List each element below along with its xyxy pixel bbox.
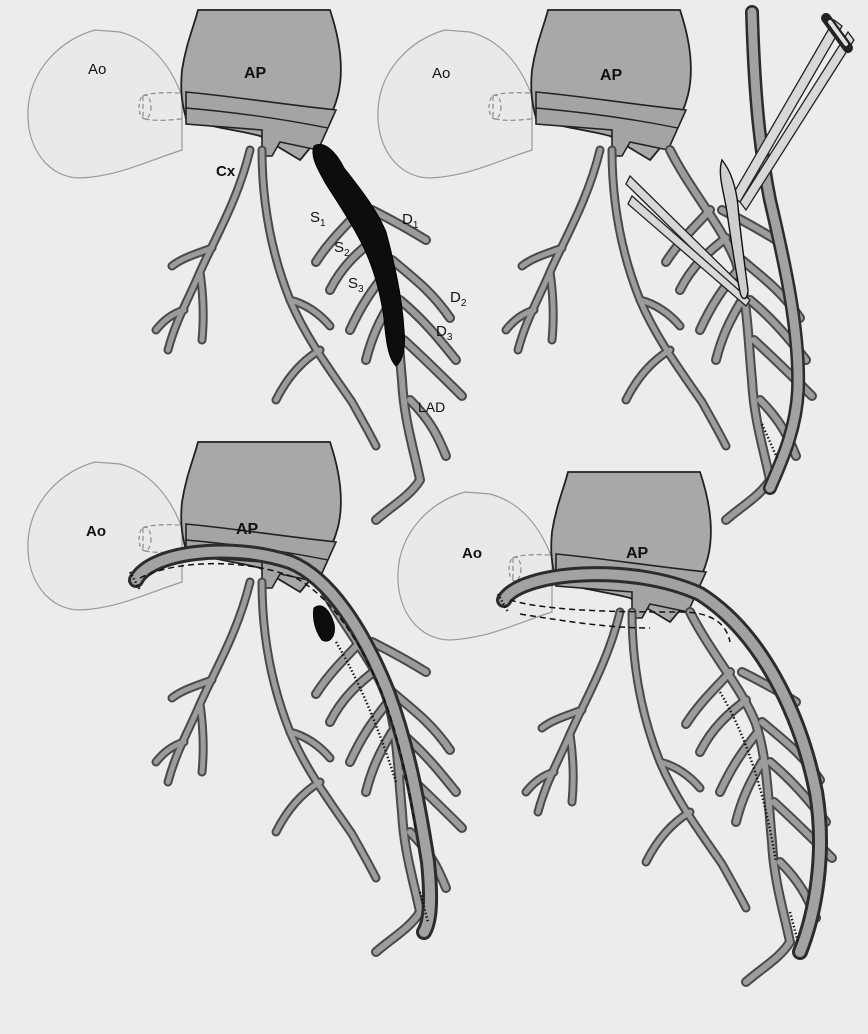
label-pulmonary-artery: AP xyxy=(626,545,649,562)
label-aorta: Ao xyxy=(86,523,106,540)
label-s2: S2 xyxy=(334,239,350,259)
label-aorta: Ao xyxy=(88,61,106,78)
label-aorta-top-right: Ao xyxy=(432,65,450,82)
panel-top-right xyxy=(378,10,854,520)
label-circumflex: Cx xyxy=(216,163,236,180)
panel-bottom-right: Ao AP xyxy=(398,472,832,982)
label-d2: D2 xyxy=(450,289,467,309)
panel-bottom-left: Ao AP xyxy=(28,442,462,952)
label-lad: LAD xyxy=(418,399,445,415)
label-pulmonary-artery: AP xyxy=(244,65,267,82)
label-pulmonary-artery-top-right: AP xyxy=(600,67,623,84)
label-aorta: Ao xyxy=(462,545,482,562)
label-s1: S1 xyxy=(310,209,326,229)
label-s3: S3 xyxy=(348,275,364,295)
label-pulmonary-artery: AP xyxy=(236,521,259,538)
